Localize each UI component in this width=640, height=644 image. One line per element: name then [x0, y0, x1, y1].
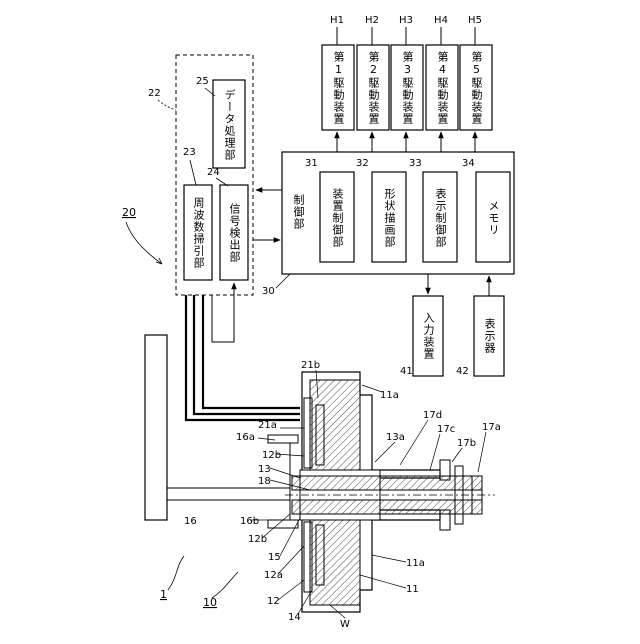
drive-h4-label: 第4駆動装置 [426, 48, 458, 128]
drive-h3-label: 第3駆動装置 [391, 48, 423, 128]
control-unit-30: 制御部 30 31 装置制御部 32 形状描画部 33 表示制御部 34 メモリ [262, 152, 514, 297]
ref-23: 23 [183, 147, 196, 158]
ref-32: 32 [356, 158, 369, 169]
ref-12: 12 [267, 596, 280, 607]
drive-h1-ref: H1 [330, 15, 344, 26]
signal-cables [186, 283, 300, 420]
ref-17c: 17c [437, 424, 455, 435]
io-devices: 入力装置 41 表示器 42 [400, 274, 504, 377]
ref-13a: 13a [386, 432, 405, 443]
display-block: 表示器 [474, 304, 504, 368]
memory-block: メモリ [476, 176, 510, 260]
drive-devices: H1 第1駆動装置 H2 第2駆動装置 H3 第3駆動装置 H4 第4駆動装置 … [322, 15, 492, 152]
control-processing-links [253, 190, 282, 240]
control-to-drive-arrows [337, 132, 475, 152]
ref-21a: 21a [258, 420, 277, 431]
ref-41: 41 [400, 366, 413, 377]
ref-13: 13 [258, 464, 271, 475]
ref-16: 16 [184, 516, 197, 527]
frequency-sweep-block: 周波数掃引部 [184, 188, 212, 278]
drive-h2-ref: H2 [365, 15, 379, 26]
ref-15: 15 [268, 552, 281, 563]
ref-1: 1 [160, 588, 167, 601]
drive-h2-label: 第2駆動装置 [357, 48, 389, 128]
ref-11: 11 [406, 584, 419, 595]
drive-h4-ref: H4 [434, 15, 448, 26]
ref-W: W [340, 619, 350, 630]
drive-device-h5: H5 第5駆動装置 [460, 15, 492, 130]
ref-25: 25 [196, 76, 209, 87]
ref-14: 14 [288, 612, 301, 623]
drive-device-h2: H2 第2駆動装置 [357, 15, 389, 130]
signal-detect-block: 信号検出部 [220, 188, 248, 278]
drive-h5-label: 第5駆動装置 [460, 48, 492, 128]
ref-12b-top: 12b [262, 450, 281, 461]
processing-unit-22: 22 25 データ処理部 23 周波数掃引部 24 信号検出部 [148, 55, 253, 295]
spindle-section [268, 372, 495, 612]
ref-16b: 16b [240, 516, 259, 527]
ref-24: 24 [207, 167, 220, 178]
ref-17a: 17a [482, 422, 501, 433]
ref-17d: 17d [423, 410, 442, 421]
control-unit-label: 制御部 [286, 182, 310, 242]
ref-10: 10 [203, 596, 217, 609]
drive-device-h3: H3 第3駆動装置 [391, 15, 423, 130]
ref-11a-bot: 11a [406, 558, 425, 569]
drive-h5-ref: H5 [468, 15, 482, 26]
base-plate [145, 335, 167, 520]
ref-33: 33 [409, 158, 422, 169]
input-device-block: 入力装置 [413, 300, 443, 372]
ref-42: 42 [456, 366, 469, 377]
data-processing-block: データ処理部 [213, 84, 245, 166]
ref-18: 18 [258, 476, 271, 487]
drive-h1-label: 第1駆動装置 [322, 48, 354, 128]
ref-31: 31 [305, 158, 318, 169]
ref-16a: 16a [236, 432, 255, 443]
ref-21b: 21b [301, 360, 320, 371]
drive-h3-ref: H3 [399, 15, 413, 26]
ref-34: 34 [462, 158, 475, 169]
ref-22: 22 [148, 88, 161, 99]
ref-30: 30 [262, 286, 275, 297]
drive-device-h1: H1 第1駆動装置 [322, 15, 354, 130]
ref-17b: 17b [457, 438, 476, 449]
shape-drawing-block: 形状描画部 [372, 176, 406, 260]
device-control-block: 装置制御部 [320, 176, 354, 260]
display-control-block: 表示制御部 [423, 176, 457, 260]
ref-11a-top: 11a [380, 390, 399, 401]
drive-device-h4: H4 第4駆動装置 [426, 15, 458, 130]
ref-20: 20 [122, 206, 136, 219]
